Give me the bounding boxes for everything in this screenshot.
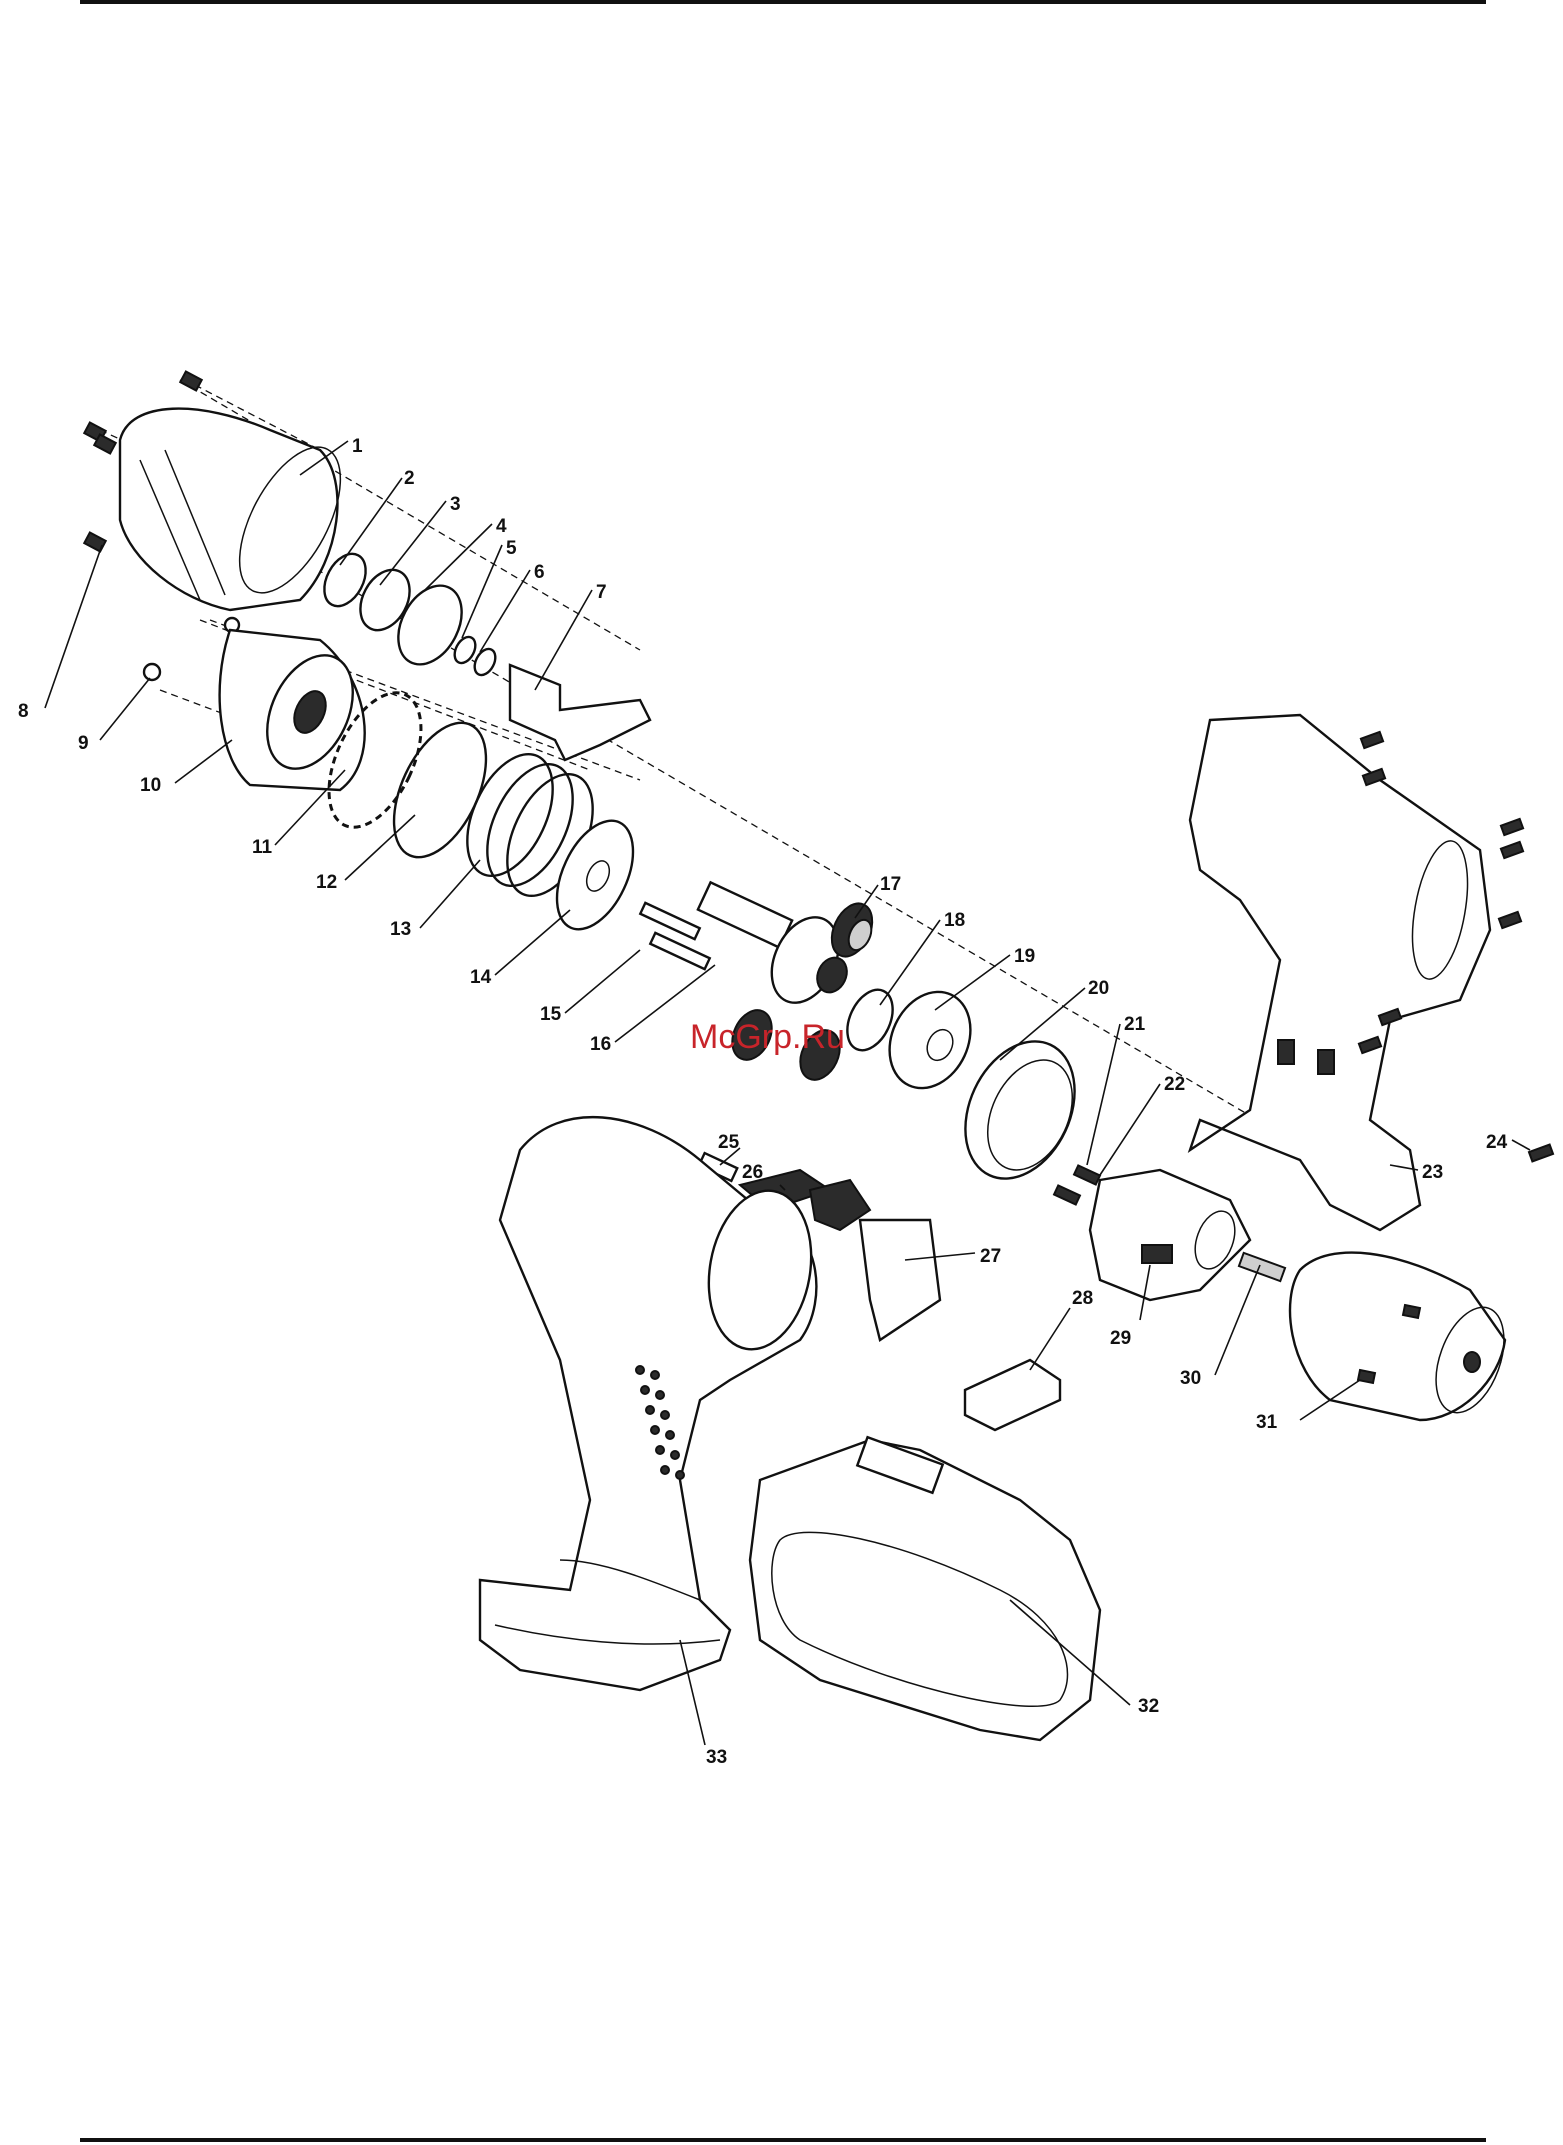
watermark-text: McGrp.Ru <box>690 1018 845 1056</box>
part-label: 19 <box>1014 946 1035 967</box>
part-label: 7 <box>596 582 607 603</box>
part-label: 30 <box>1180 1368 1201 1389</box>
motor-bracket <box>1090 1170 1250 1300</box>
spindle-assembly <box>640 882 852 1013</box>
part-label: 1 <box>352 436 363 457</box>
battery-terminal <box>965 1360 1060 1430</box>
part-label: 27 <box>980 1246 1001 1267</box>
part-label: 14 <box>470 967 492 988</box>
part-label: 18 <box>944 910 965 931</box>
trigger-switch <box>810 1180 940 1340</box>
motor <box>1290 1253 1517 1422</box>
motor-screws <box>1054 1165 1100 1204</box>
right-housing-half <box>1190 715 1523 1230</box>
part-label: 25 <box>718 1132 740 1153</box>
part-label: 9 <box>78 733 89 754</box>
front-rings <box>316 547 500 679</box>
part-label: 8 <box>18 701 29 722</box>
battery-pack <box>750 1437 1100 1740</box>
part-label: 24 <box>1486 1132 1508 1153</box>
part-label: 26 <box>742 1162 763 1183</box>
part-label: 3 <box>450 494 461 515</box>
part-label: 10 <box>140 775 161 796</box>
part-label: 15 <box>540 1004 562 1025</box>
part-label: 21 <box>1124 1014 1146 1035</box>
part-label: 17 <box>880 874 901 895</box>
part-label: 5 <box>506 538 517 559</box>
part-label: 2 <box>404 468 415 489</box>
part-label: 13 <box>390 919 411 940</box>
hammer-assembly <box>144 618 370 790</box>
part-label: 28 <box>1072 1288 1093 1309</box>
part-label: 33 <box>706 1747 727 1768</box>
part-label: 16 <box>590 1034 611 1055</box>
part-label: 4 <box>496 516 507 537</box>
part-label: 12 <box>316 872 337 893</box>
part-label: 29 <box>1110 1328 1131 1349</box>
part-label: 22 <box>1164 1074 1185 1095</box>
part-label: 32 <box>1138 1696 1159 1717</box>
handle-screw <box>1529 1145 1553 1162</box>
motor-pinion <box>1239 1253 1285 1281</box>
part-label: 11 <box>252 837 273 858</box>
anvil <box>510 665 650 760</box>
part-label: 6 <box>534 562 545 583</box>
part-label: 20 <box>1088 978 1109 999</box>
part-label: 23 <box>1422 1162 1443 1183</box>
part-label: 31 <box>1256 1412 1278 1433</box>
